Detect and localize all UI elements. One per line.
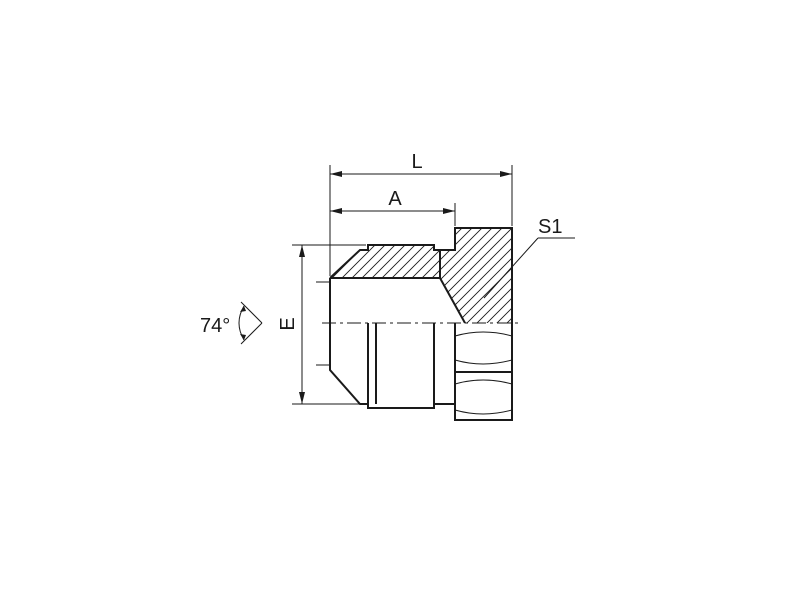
angle-label: 74° <box>200 315 230 337</box>
hatch-line <box>489 228 512 323</box>
dimension-s1: S1 <box>483 216 575 299</box>
hatch-line <box>369 228 491 323</box>
angle-indicator: 74° <box>200 281 330 366</box>
hatch-line <box>330 228 361 323</box>
hatch-line <box>399 228 512 323</box>
dimension-e-label: E <box>277 317 299 330</box>
hatch-line <box>330 228 451 323</box>
part-outline <box>329 227 513 421</box>
hatch-line <box>359 228 481 323</box>
hatch-line <box>330 228 411 323</box>
dimension-l-label: L <box>411 151 422 173</box>
hatch-line <box>459 228 512 323</box>
dimension-l: L <box>329 151 513 276</box>
hatch-line <box>330 228 441 323</box>
hatch-line <box>449 228 512 323</box>
hatch-line <box>389 228 511 323</box>
hatch-line <box>419 228 512 323</box>
hatch-line <box>469 228 512 323</box>
dimension-s1-label: S1 <box>538 216 562 238</box>
hatch-line <box>479 228 512 323</box>
dimension-a: A <box>330 188 456 226</box>
hatch-line <box>429 228 512 323</box>
hatch-line <box>349 228 471 323</box>
hatch-line <box>330 228 431 323</box>
hatch-line <box>330 228 421 323</box>
dimension-a-label: A <box>388 188 402 210</box>
dimension-e: E <box>277 244 366 405</box>
hatch-line <box>330 228 371 323</box>
